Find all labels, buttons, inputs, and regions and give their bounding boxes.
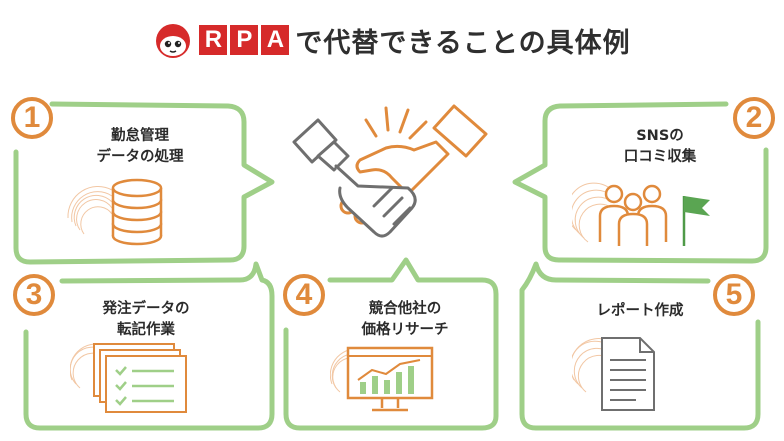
item-number-3: 3 — [25, 278, 43, 311]
page-header: R P A で代替できることの具体例 — [0, 18, 784, 62]
bubble-frame-3 — [23, 261, 275, 431]
item-label-4-line2: 価格リサーチ — [361, 322, 449, 338]
item-number-1: 1 — [23, 101, 41, 134]
report-document-icon — [572, 337, 655, 411]
rpa-badge: R P A — [199, 25, 290, 55]
item-label-3-line2: 転記作業 — [117, 322, 175, 338]
bubble-frame-4 — [283, 257, 499, 431]
number-circle-1 — [11, 97, 53, 139]
item-label-2-line2: 口コミ収集 — [623, 149, 697, 165]
monitor-chart-icon — [330, 346, 434, 412]
bubble-frame-1 — [13, 101, 275, 265]
item-label-5: レポート作成 — [560, 301, 720, 322]
item-label-5-line1: レポート作成 — [596, 303, 684, 319]
rpa-letter-a: A — [261, 25, 290, 55]
item-label-4: 競合他社の 価格リサーチ — [320, 299, 490, 341]
checklist-documents-icon — [70, 343, 187, 413]
item-number-5: 5 — [725, 278, 743, 311]
item-label-3: 発注データの 転記作業 — [56, 299, 236, 341]
item-label-1: 勤怠管理 データの処理 — [60, 126, 220, 168]
item-label-2: SNSの 口コミ収集 — [580, 126, 740, 168]
number-circle-2 — [733, 97, 775, 139]
page-title: で代替できることの具体例 — [295, 27, 631, 59]
handshake-icon — [292, 104, 488, 238]
bubble-frame-5 — [519, 261, 761, 431]
number-circle-4 — [283, 274, 325, 316]
item-label-4-line1: 競合他社の — [368, 301, 442, 317]
mascot-logo-icon — [156, 24, 191, 58]
item-label-1-line2: データの処理 — [96, 149, 184, 165]
people-with-flag-icon — [572, 182, 710, 246]
item-number-2: 2 — [745, 101, 763, 134]
item-label-3-line1: 発注データの — [102, 301, 190, 317]
item-label-1-line1: 勤怠管理 — [111, 128, 169, 144]
database-stack-icon — [67, 178, 163, 246]
number-circle-3 — [13, 274, 55, 316]
number-circle-5 — [713, 274, 755, 316]
rpa-letter-p: P — [230, 25, 259, 55]
item-number-4: 4 — [295, 278, 313, 311]
bubble-frame-2 — [512, 101, 769, 264]
item-label-2-line1: SNSの — [636, 128, 684, 144]
rpa-letter-r: R — [199, 25, 228, 55]
